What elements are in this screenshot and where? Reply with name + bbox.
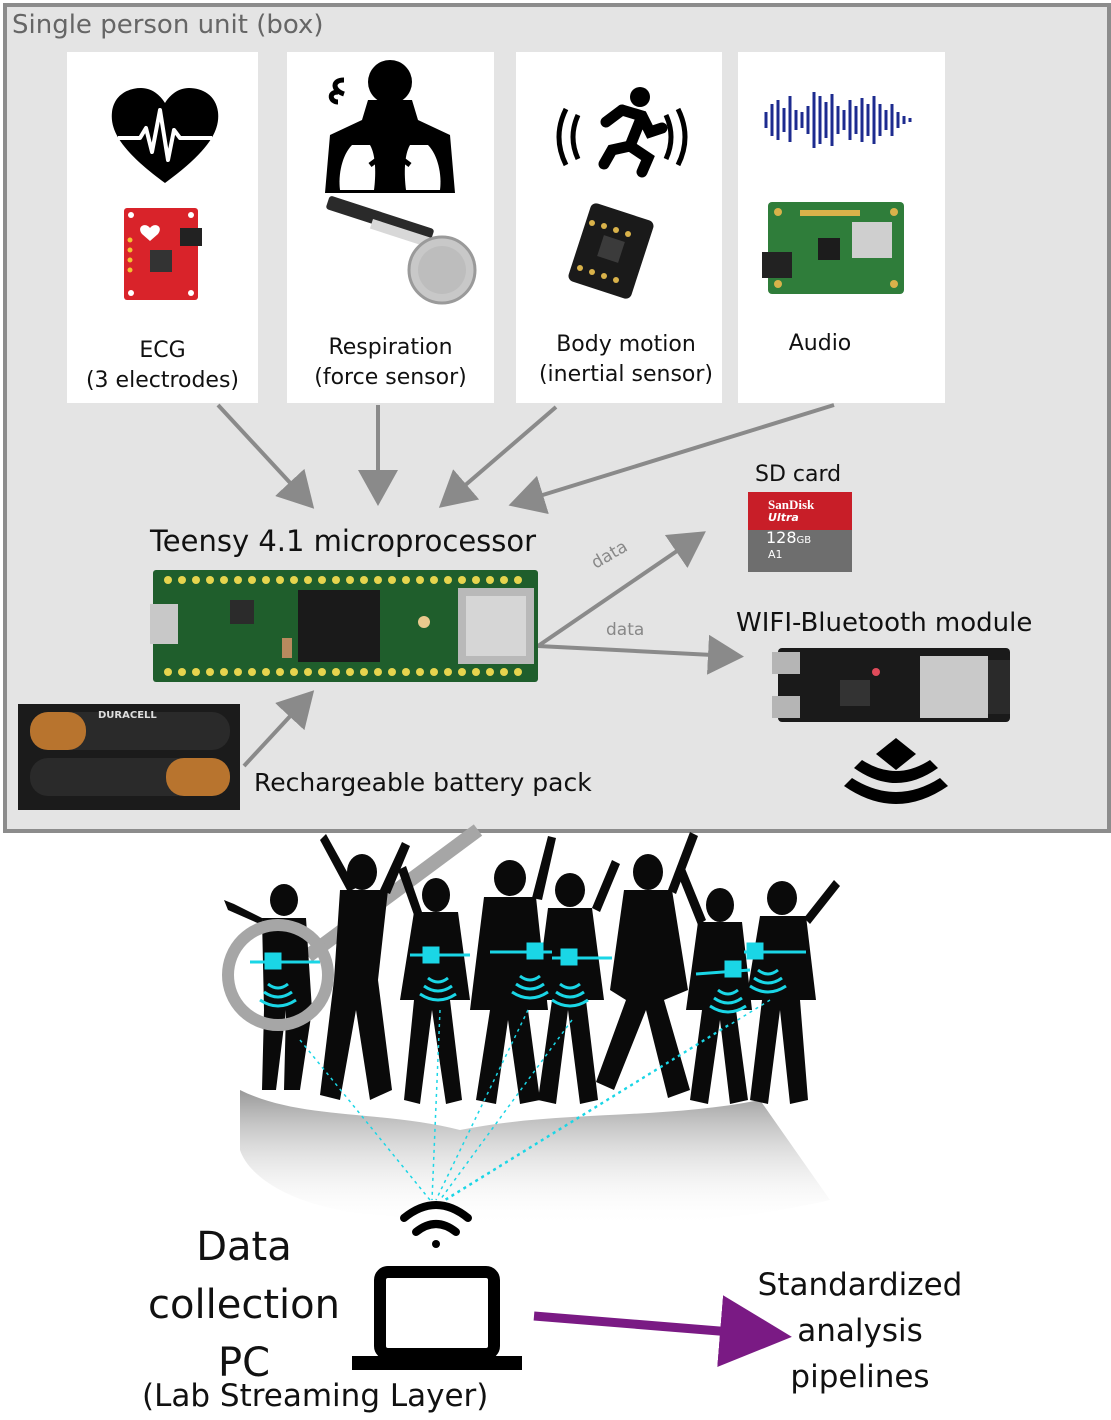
lungs-icon <box>325 60 455 193</box>
wireless-links <box>299 999 771 1201</box>
microprocessor-label: Teensy 4.1 microprocessor <box>150 524 537 558</box>
wifi-module-label: WIFI-Bluetooth module <box>736 608 1033 638</box>
audio-board <box>762 202 904 294</box>
sd-class: A1 <box>768 548 783 561</box>
laptop-icon <box>352 1266 522 1370</box>
ecg-board <box>124 208 202 300</box>
imu-board <box>568 203 654 299</box>
sd-card-label: SD card <box>755 462 842 487</box>
analysis-pipelines-label: Standardized analysis pipelines <box>757 1267 963 1395</box>
sd-capacity: 128GB <box>766 528 812 547</box>
force-sensor <box>326 196 477 305</box>
running-person-icon <box>556 87 688 178</box>
pc-label: Data collection PC <box>148 1224 340 1386</box>
heart-ecg-icon <box>111 88 219 183</box>
wifi-bluetooth-board <box>772 648 1010 722</box>
crowd-shadow <box>240 1090 830 1227</box>
output-arrow <box>533 1295 792 1367</box>
box-title: Single person unit (box) <box>12 10 324 40</box>
sd-line: Ultra <box>768 511 799 524</box>
sensor-label-ecg: ECG(3 electrodes) <box>85 338 240 393</box>
sensor-label-motion: Body motion(inertial sensor) <box>538 332 714 387</box>
wireless-signal-icon <box>844 738 948 804</box>
zoom-connector <box>303 824 483 962</box>
sensor-label-audio: Audio <box>788 331 852 356</box>
wearable-sensor-units <box>250 942 806 1014</box>
wifi-icon <box>400 1201 472 1248</box>
battery-brand: DURACELL <box>98 710 157 721</box>
teensy-board <box>150 570 538 682</box>
sd-card-icon <box>748 492 852 572</box>
magnifier-circle <box>222 919 334 1031</box>
data-label-wifi: data <box>606 620 645 640</box>
battery-pack <box>18 704 240 810</box>
sd-brand: SanDisk <box>768 497 815 512</box>
waveform-icon <box>764 92 912 148</box>
pc-sublabel: (Lab Streaming Layer) <box>142 1378 489 1414</box>
battery-label: Rechargeable battery pack <box>254 768 592 797</box>
dancing-crowd-silhouette <box>224 832 840 1104</box>
sensor-label-respiration: Respiration(force sensor) <box>314 335 467 390</box>
